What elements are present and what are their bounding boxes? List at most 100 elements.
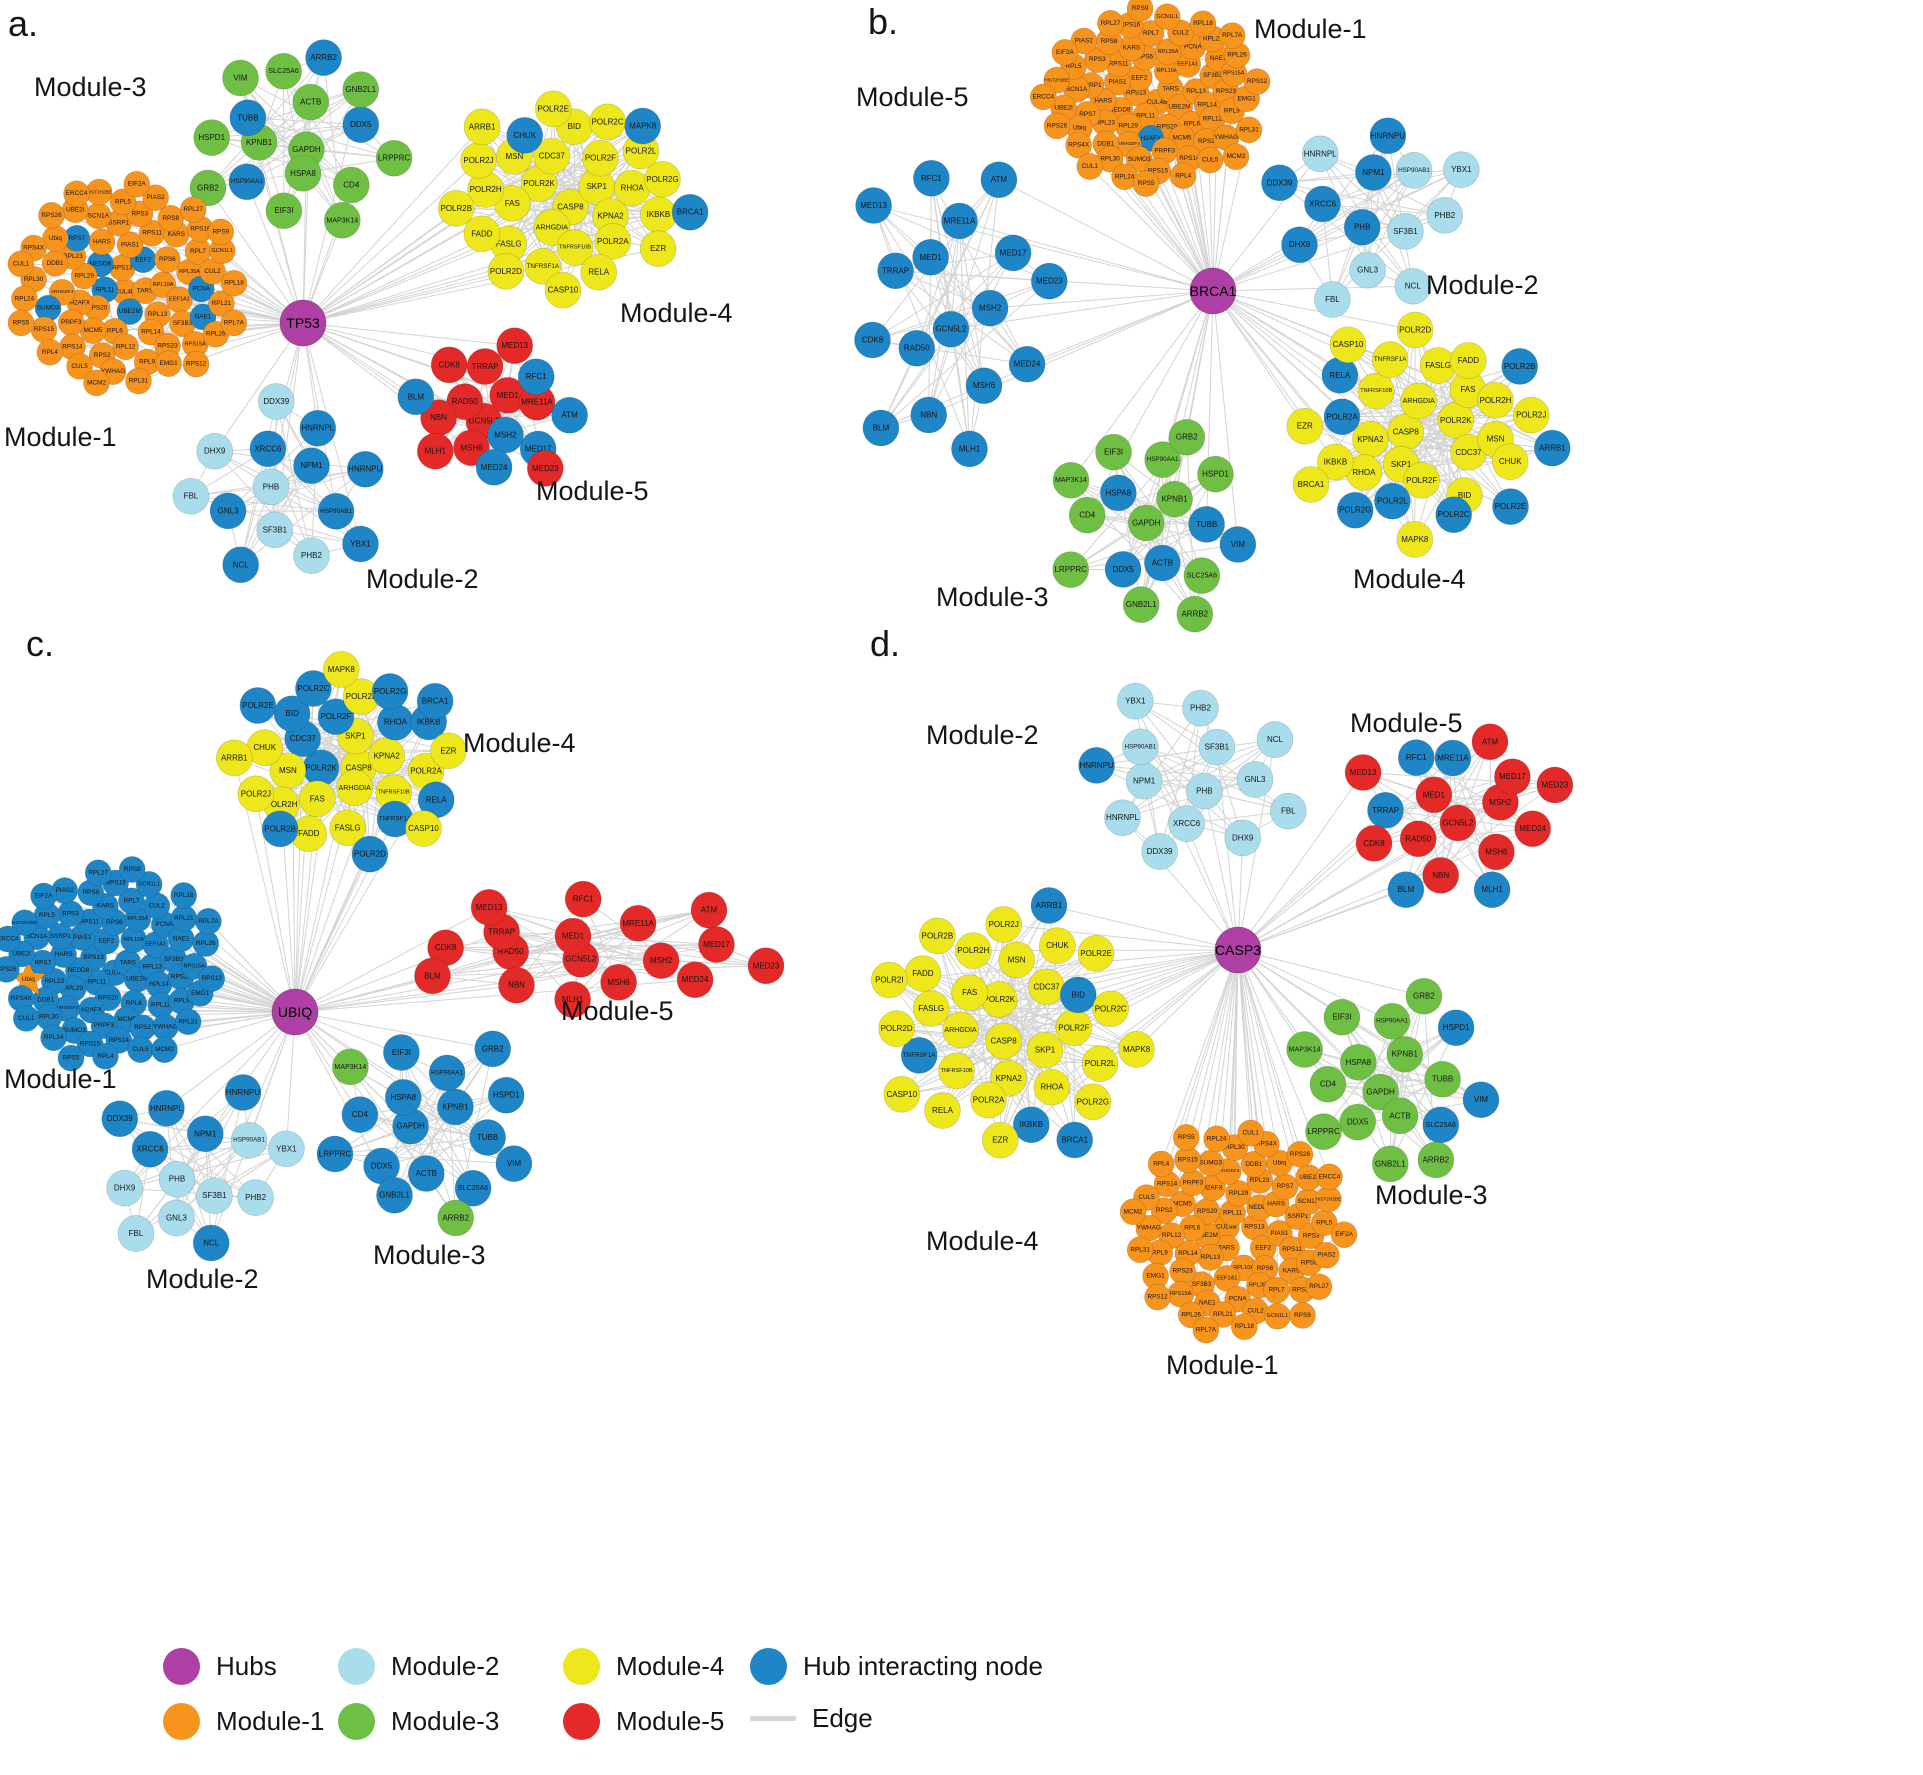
network-node[interactable]: FADD (290, 815, 328, 853)
node-circle[interactable] (1029, 83, 1057, 111)
node-circle[interactable] (342, 525, 379, 563)
network-node[interactable]: EIF3I (265, 192, 303, 230)
network-node[interactable]: SKP1 (1026, 1031, 1064, 1069)
node-circle[interactable] (913, 159, 950, 197)
network-node[interactable]: MCM2 (151, 1036, 178, 1064)
node-circle[interactable] (1183, 557, 1221, 594)
network-node[interactable]: RHOA (1033, 1068, 1071, 1106)
node-circle[interactable] (1403, 461, 1441, 499)
node-circle[interactable] (475, 448, 513, 486)
network-node[interactable]: RPL29 (70, 262, 98, 290)
network-node[interactable]: ARHGDIA (336, 769, 374, 807)
network-node[interactable]: POLR2F (1055, 1009, 1093, 1047)
node-circle[interactable] (207, 218, 235, 246)
network-node[interactable]: CD4 (332, 166, 370, 204)
network-node[interactable]: RPL18 (170, 882, 198, 909)
network-node[interactable]: POLR2L (1081, 1045, 1119, 1082)
network-node[interactable]: TNFRSF1A (376, 800, 414, 838)
network-node[interactable]: ATM (1471, 723, 1509, 761)
network-node[interactable]: MED24 (676, 961, 714, 999)
network-node[interactable]: MLH1 (416, 432, 454, 470)
node-circle[interactable] (1395, 152, 1433, 189)
network-node[interactable]: POLR2H (1477, 381, 1514, 419)
node-circle[interactable] (862, 409, 900, 447)
network-node[interactable]: RFC1 (564, 880, 602, 918)
network-node[interactable]: MED17 (994, 234, 1032, 272)
node-circle[interactable] (265, 192, 303, 230)
network-node[interactable]: KPNB1 (437, 1088, 474, 1126)
node-circle[interactable] (220, 269, 248, 297)
node-circle[interactable] (941, 202, 978, 240)
network-node[interactable]: GNL3 (209, 492, 247, 530)
hub-circle[interactable] (1189, 267, 1237, 315)
node-circle[interactable] (1051, 39, 1079, 66)
network-node[interactable]: PHB (1186, 772, 1223, 810)
network-node[interactable]: NCL (222, 546, 260, 584)
node-circle[interactable] (1196, 146, 1224, 174)
network-node[interactable]: RPL31 (1235, 116, 1263, 144)
network-node[interactable]: RPL7A (195, 907, 222, 935)
node-circle[interactable] (526, 450, 564, 487)
node-circle[interactable] (994, 234, 1032, 272)
network-node[interactable]: FBL (1314, 281, 1351, 318)
node-circle[interactable] (1501, 348, 1539, 385)
network-node[interactable]: KPNB1 (1386, 1035, 1424, 1073)
network-node[interactable]: HSP90AB1 (230, 1121, 268, 1159)
network-node[interactable]: HSP90AB1 (317, 492, 355, 530)
network-node[interactable]: CUL5 (1196, 146, 1224, 174)
network-node[interactable]: RPS7 (1271, 1173, 1299, 1201)
network-node[interactable]: GNL3 (1349, 251, 1386, 289)
network-node[interactable]: ACTB (1144, 544, 1181, 582)
network-node[interactable]: FADD (463, 215, 501, 253)
network-node[interactable]: DDX5 (1104, 551, 1142, 588)
node-circle[interactable] (63, 180, 90, 208)
node-circle[interactable] (228, 163, 266, 201)
network-node[interactable]: HNRNPL (148, 1089, 185, 1127)
node-circle[interactable] (375, 139, 413, 177)
network-node[interactable]: NCL (1256, 721, 1294, 758)
node-circle[interactable] (1218, 22, 1246, 49)
hub-node[interactable]: TP53 (279, 299, 327, 347)
node-circle[interactable] (209, 492, 247, 530)
network-node[interactable]: HSPA8 (1339, 1043, 1377, 1081)
network-node[interactable]: HSPD1 (193, 119, 231, 156)
node-circle[interactable] (855, 187, 892, 224)
network-node[interactable]: RPL24 (1111, 163, 1138, 191)
node-circle[interactable] (1281, 226, 1318, 264)
network-node[interactable]: RAD50 (1399, 820, 1437, 858)
network-node[interactable]: POLR2G (1074, 1083, 1112, 1121)
node-circle[interactable] (317, 698, 355, 736)
network-node[interactable]: MRE11A (941, 202, 978, 240)
node-circle[interactable] (463, 215, 501, 253)
node-circle[interactable] (342, 71, 380, 108)
network-node[interactable]: CASP10 (1329, 326, 1367, 364)
node-circle[interactable] (1144, 544, 1181, 582)
node-circle[interactable] (273, 695, 311, 733)
network-node[interactable]: CASP10 (405, 810, 442, 847)
node-circle[interactable] (371, 673, 409, 710)
node-circle[interactable] (293, 447, 330, 485)
network-node[interactable]: RPL24 (11, 285, 38, 313)
network-node[interactable]: RPL5 (109, 188, 137, 216)
network-node[interactable]: GRB2 (1405, 977, 1443, 1015)
network-node[interactable]: VIM (495, 1145, 533, 1182)
network-node[interactable]: SLC25A6 (1183, 557, 1221, 594)
network-node[interactable]: POLR2D (878, 1010, 915, 1047)
network-node[interactable]: GNB2L1 (376, 1176, 413, 1214)
node-circle[interactable] (1400, 382, 1438, 420)
network-node[interactable]: DDX39 (257, 383, 295, 420)
node-circle[interactable] (556, 229, 594, 266)
network-node[interactable]: NPM1 (186, 1115, 224, 1153)
network-node[interactable]: YBX1 (1442, 151, 1480, 188)
network-node[interactable]: RAD50 (446, 383, 484, 420)
node-circle[interactable] (517, 358, 555, 396)
network-node[interactable]: TNFRSF10B (556, 229, 594, 266)
node-circle[interactable] (1065, 131, 1092, 159)
node-circle[interactable] (1396, 311, 1434, 349)
network-node[interactable]: BID (1059, 976, 1097, 1014)
network-node[interactable]: NBN (498, 966, 535, 1004)
network-node[interactable]: POLR2J (460, 142, 497, 179)
network-node[interactable]: MED1 (1415, 776, 1453, 814)
node-circle[interactable] (317, 492, 355, 530)
node-circle[interactable] (582, 139, 619, 177)
